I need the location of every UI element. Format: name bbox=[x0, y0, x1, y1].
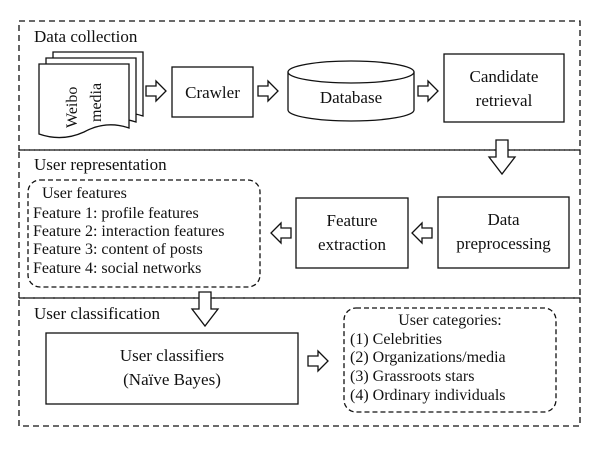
feature-extraction-label-line2: extraction bbox=[318, 235, 386, 254]
source-label-media: media bbox=[88, 83, 105, 122]
crawler-label: Crawler bbox=[185, 83, 240, 102]
feature-item: Feature 1: profile features bbox=[33, 205, 199, 222]
category-item: (4) Ordinary individuals bbox=[350, 387, 506, 404]
database-cylinder-icon bbox=[287, 60, 415, 122]
user-classifiers-label-line2: (Naïve Bayes) bbox=[123, 370, 221, 389]
section-title-collection: Data collection bbox=[34, 27, 138, 46]
category-item: (3) Grassroots stars bbox=[350, 368, 474, 385]
source-label-weibo: Weibo bbox=[64, 87, 81, 128]
arrow-right-icon bbox=[145, 79, 167, 103]
feature-item: Feature 4: social networks bbox=[33, 260, 201, 277]
category-item: (2) Organizations/media bbox=[350, 349, 506, 366]
arrow-down-icon bbox=[487, 139, 517, 176]
arrow-down-icon bbox=[190, 291, 220, 328]
arrow-right-icon bbox=[417, 79, 439, 103]
section-title-classification: User classification bbox=[34, 304, 161, 323]
user-categories-title: User categories: bbox=[398, 312, 502, 329]
feature-extraction-label-line1: Feature bbox=[327, 211, 378, 230]
weibo-media-document-stack-icon: Weibo media bbox=[38, 51, 144, 139]
candidate-retrieval-label-line2: retrieval bbox=[476, 91, 533, 110]
data-preprocessing-box bbox=[437, 196, 570, 269]
database-label: Database bbox=[320, 88, 382, 107]
crawler-box bbox=[171, 66, 254, 118]
category-item: (1) Celebrities bbox=[350, 331, 442, 348]
section-title-representation: User representation bbox=[34, 155, 167, 174]
section-frame-classification bbox=[18, 297, 581, 427]
user-features-box bbox=[27, 179, 261, 288]
arrow-left-icon bbox=[270, 221, 292, 245]
section-frame-representation bbox=[18, 149, 581, 299]
feature-extraction-box bbox=[295, 197, 409, 269]
candidate-retrieval-box bbox=[443, 53, 565, 123]
arrow-right-icon bbox=[257, 79, 279, 103]
user-classifiers-box bbox=[45, 332, 299, 405]
data-preprocessing-label-line2: preprocessing bbox=[456, 234, 551, 253]
arrow-right-icon bbox=[307, 349, 329, 373]
user-classifiers-label-line1: User classifiers bbox=[120, 346, 224, 365]
data-preprocessing-label-line1: Data bbox=[487, 210, 520, 229]
user-categories-box bbox=[343, 307, 557, 413]
candidate-retrieval-label-line1: Candidate bbox=[470, 67, 539, 86]
arrow-left-icon bbox=[411, 221, 433, 245]
feature-item: Feature 2: interaction features bbox=[33, 223, 224, 240]
user-features-title: User features bbox=[42, 185, 127, 202]
feature-item: Feature 3: content of posts bbox=[33, 241, 203, 258]
